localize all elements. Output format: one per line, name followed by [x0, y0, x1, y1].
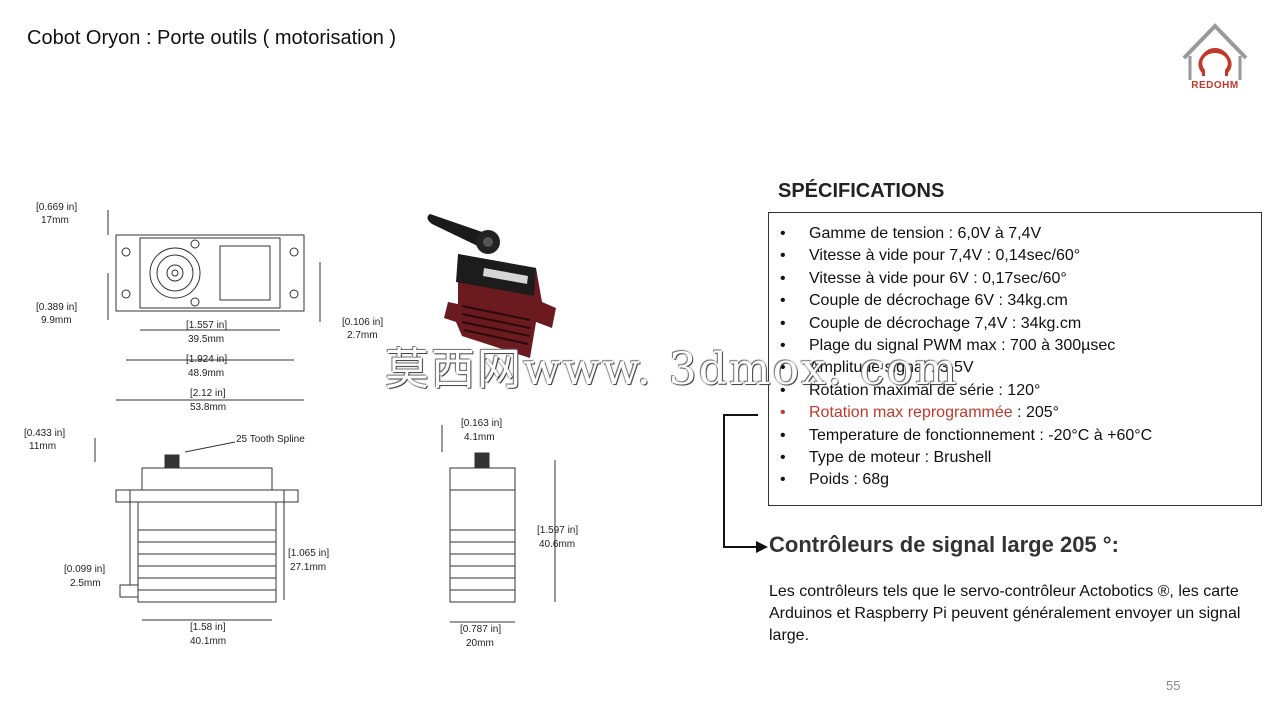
- dim-case-h: [1.065 in]: [288, 548, 329, 559]
- page-number: 55: [1166, 678, 1181, 693]
- controllers-body: Les contrôleurs tels que le servo-contrô…: [769, 583, 1241, 644]
- logo-text: REDOHM: [1191, 80, 1239, 91]
- dim-total-len-mm: 53.8mm: [190, 402, 226, 413]
- dim-side-w: [0.787 in]: [460, 624, 501, 635]
- dim-flange-off: [0.099 in]: [64, 564, 105, 575]
- dim-spline-h: [0.433 in]: [24, 428, 65, 439]
- servo-dimension-drawing: [0.669 in] 17mm [0.389 in] 9.9mm [0.106 …: [24, 202, 578, 649]
- dim-mount-offset-mm: 9.9mm: [41, 315, 72, 326]
- spec-item: •Vitesse à vide pour 7,4V : 0,14sec/60°: [780, 247, 1081, 265]
- controllers-heading: Contrôleurs de signal large 205 °:: [769, 532, 1119, 557]
- specs-box: •Gamme de tension : 6,0V à 7,4V •Vitesse…: [768, 212, 1262, 506]
- spec-item: •Vitesse à vide pour 6V : 0,17sec/60°: [780, 269, 1067, 287]
- top-view-tabs: [115, 234, 305, 312]
- dim-total-len: [2.12 in]: [190, 388, 226, 399]
- dim-side-spline: [0.163 in]: [461, 418, 502, 429]
- dim-spline: 25 Tooth Spline: [236, 434, 305, 445]
- spec-item: •Couple de décrochage 6V : 34kg.cm: [780, 292, 1068, 310]
- front-view-case: [137, 501, 277, 603]
- specs-heading: SPÉCIFICATIONS: [778, 180, 945, 202]
- dim-side-w-mm: 20mm: [466, 638, 494, 649]
- dim-top-height: [0.669 in]: [36, 202, 77, 213]
- dim-case-len-mm: 40.1mm: [190, 636, 226, 647]
- spec-item-highlight: •Rotation max reprogrammée : 205°: [780, 404, 1060, 422]
- spec-item: •Plage du signal PWM max : 700 à 300µsec: [780, 337, 1116, 355]
- spec-item: •Amplitude signal : 3-5V: [780, 359, 974, 377]
- dim-spline-h-mm: 11mm: [29, 441, 56, 452]
- dim-hole-span-mm: 48.9mm: [188, 368, 224, 379]
- spec-item: •Gamme de tension : 6,0V à 7,4V: [780, 225, 1042, 242]
- dim-hole-span: [1.924 in]: [186, 354, 227, 365]
- top-view-body: [139, 237, 281, 309]
- dim-mount-offset: [0.389 in]: [36, 302, 77, 313]
- specs-list: •Gamme de tension : 6,0V à 7,4V •Vitesse…: [769, 213, 1261, 492]
- spec-item: •Type de moteur : Brushell: [780, 449, 992, 467]
- connector-arrow: [723, 414, 768, 553]
- dim-body-len-mm: 39.5mm: [188, 334, 224, 345]
- slide-title: Cobot Oryon : Porte outils ( motorisatio…: [27, 27, 397, 49]
- spec-item: •Temperature de fonctionnement : -20°C à…: [780, 426, 1153, 444]
- dim-side-h-mm: 40.6mm: [539, 539, 575, 550]
- spec-item: •Couple de décrochage 7,4V : 34kg.cm: [780, 314, 1082, 332]
- dim-case-len: [1.58 in]: [190, 622, 226, 633]
- dim-body-len: [1.557 in]: [186, 320, 227, 331]
- dim-tab-thick: [0.106 in]: [342, 317, 383, 328]
- dim-side-spline-mm: 4.1mm: [464, 432, 495, 443]
- servo-photo: [427, 214, 556, 358]
- dim-tab-thick-mm: 2.7mm: [347, 330, 378, 341]
- dim-top-height-mm: 17mm: [41, 215, 69, 226]
- spec-highlight-value: : 205°: [1012, 404, 1060, 422]
- watermark: 莫西网www. 3dmox. com: [385, 344, 959, 395]
- dim-flange-off-mm: 2.5mm: [70, 578, 101, 589]
- spec-highlight-label: Rotation max reprogrammée: [809, 404, 1013, 422]
- dim-case-h-mm: 27.1mm: [290, 562, 326, 573]
- spec-item: •Poids : 68g: [780, 471, 890, 489]
- side-view-case: [449, 489, 516, 603]
- spec-item: •Rotation maximal de série : 120°: [780, 381, 1041, 399]
- redohm-logo: [1182, 23, 1248, 80]
- dim-side-h: [1.597 in]: [537, 525, 578, 536]
